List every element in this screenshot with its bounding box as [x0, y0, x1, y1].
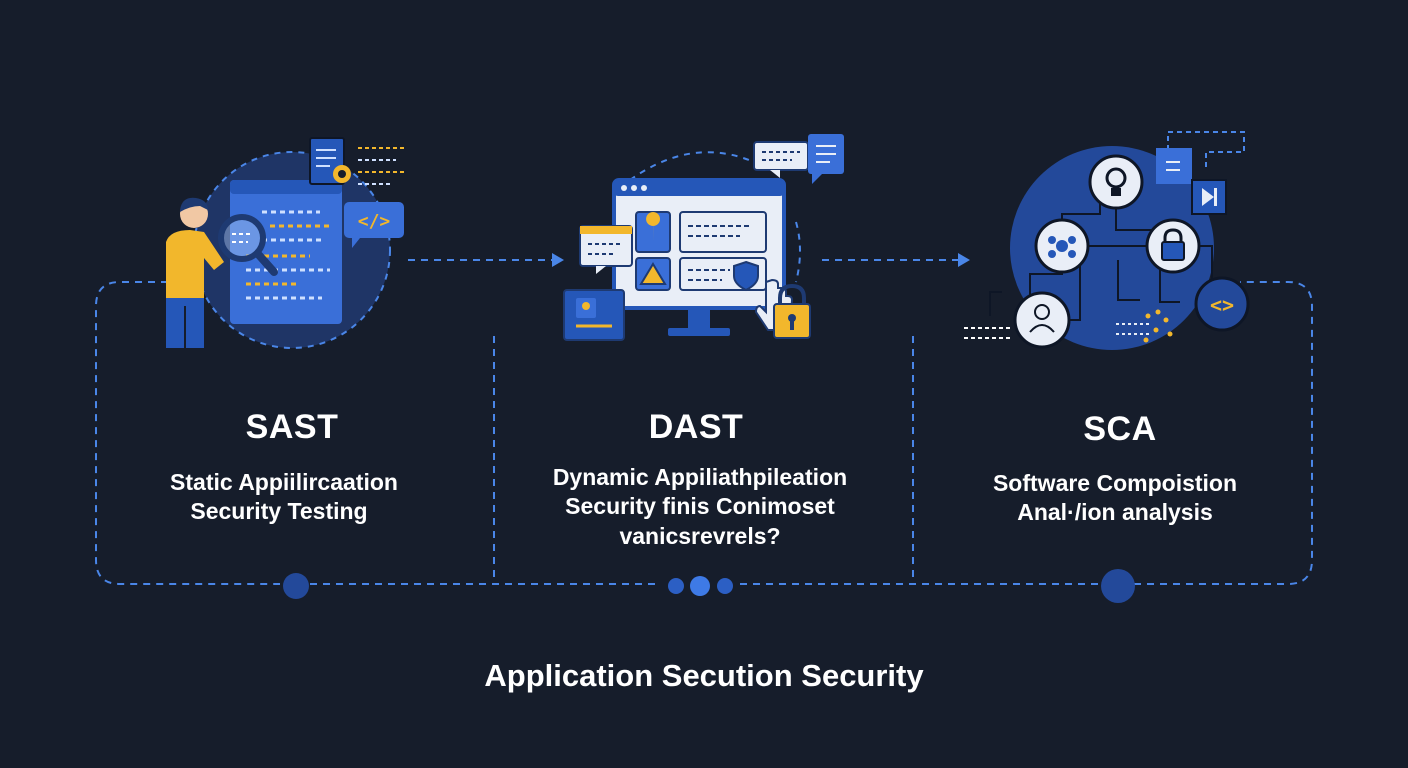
- sast-title: SAST: [245, 408, 339, 446]
- sca-dashed-connectors: [1167, 131, 1245, 170]
- timeline-dot-dast-2: [690, 576, 710, 596]
- code-window-icon: [230, 180, 342, 324]
- footer-title: Application Secution Security: [484, 658, 924, 693]
- document-gear-icon: [309, 137, 351, 185]
- sca-illustration: <>: [964, 131, 1250, 350]
- sca-subtitle-line-1: Software Compoistion: [992, 470, 1238, 496]
- sast-dashed-ring: [193, 151, 391, 349]
- magnifier-icon: [218, 214, 278, 276]
- padlock-icon: [1145, 218, 1201, 274]
- timeline-dot-dast-3: [717, 578, 733, 594]
- message-bubble-icon: [579, 225, 633, 274]
- person-icon: [166, 197, 224, 348]
- code-bracket-bubble-icon: </>: [344, 202, 404, 248]
- document-icon: [1156, 148, 1192, 184]
- sca-subtitle-line-2: Anal·/ion analysis: [1017, 499, 1213, 525]
- location-pin-icon: [646, 212, 661, 242]
- dast-subtitle-line-2: Security finis Conimoset: [565, 493, 835, 519]
- chat-bubble-icon: [753, 134, 844, 184]
- sast-subtitle-line-1: Static Appiilircaation: [170, 469, 398, 495]
- padlock-icon: [773, 283, 811, 339]
- floating-code-lines: [358, 147, 404, 185]
- sca-title: SCA: [1083, 410, 1157, 448]
- frame-connectors: [95, 281, 1313, 585]
- play-icon: [1191, 179, 1227, 215]
- dast-subtitle-line-3: vanicsrevrels?: [619, 523, 781, 549]
- timeline-dot-sca: [1101, 569, 1135, 603]
- svg-text:</>: </>: [358, 211, 391, 232]
- arrowhead-sast-dast: [552, 253, 564, 267]
- network-hub-icon: [1034, 218, 1090, 274]
- dast-illustration: [563, 134, 844, 341]
- timeline-dot-sast: [283, 573, 309, 599]
- sast-illustration: </>: [166, 137, 404, 349]
- left-frame-line: [95, 281, 280, 585]
- svg-text:<>: <>: [1210, 293, 1234, 317]
- dast-title: DAST: [648, 408, 744, 446]
- arrowhead-dast-sca: [958, 253, 970, 267]
- shield-icon: [733, 260, 759, 292]
- lightbulb-icon: [1088, 154, 1144, 210]
- dast-dashed-arc: [629, 151, 771, 181]
- dast-dashed-arc-right: [795, 221, 801, 283]
- warning-icon: [639, 262, 667, 285]
- id-card-icon: [563, 289, 625, 341]
- user-icon: [1013, 291, 1071, 349]
- sast-subtitle-line-2: Security Testing: [190, 498, 368, 524]
- code-lines: [246, 210, 330, 300]
- dast-subtitle-line-1: Dynamic Appiliathpileation: [552, 464, 848, 490]
- code-bracket-icon: <>: [1194, 276, 1250, 332]
- sca-data-dots: [964, 309, 1173, 343]
- timeline-dot-dast-1: [668, 578, 684, 594]
- timeline-dots: [283, 569, 1135, 603]
- pillar-arrows: [408, 253, 970, 267]
- sca-network-lines: [989, 200, 1213, 321]
